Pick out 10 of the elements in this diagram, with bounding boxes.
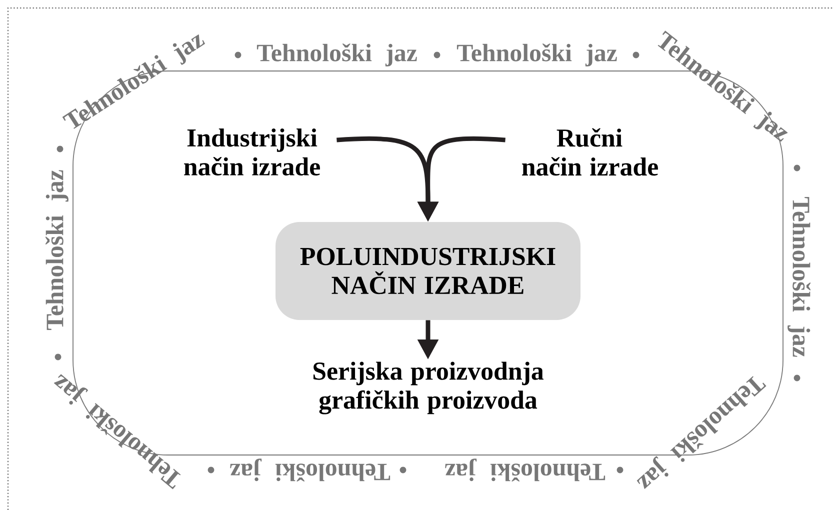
ring-text: Tehnološki jaz xyxy=(788,196,810,357)
ring-text: Tehnološki jaz xyxy=(46,170,68,330)
step-text: Ručni način izrade xyxy=(522,128,658,176)
ring-text: Tehnološki jaz xyxy=(256,44,417,66)
ring-text: Tehnološki jaz xyxy=(445,458,606,482)
ring-text: Tehnološki jaz xyxy=(456,44,617,66)
step-text: Industrijski način izrade xyxy=(184,128,320,176)
ring-text: Tehnološki jaz xyxy=(230,458,390,482)
process-box: POLUINDUSTRIJSKI NAČIN IZRADE xyxy=(276,222,580,320)
step-text: Serijska proizvodnja grafičkih proizvoda xyxy=(313,362,544,414)
